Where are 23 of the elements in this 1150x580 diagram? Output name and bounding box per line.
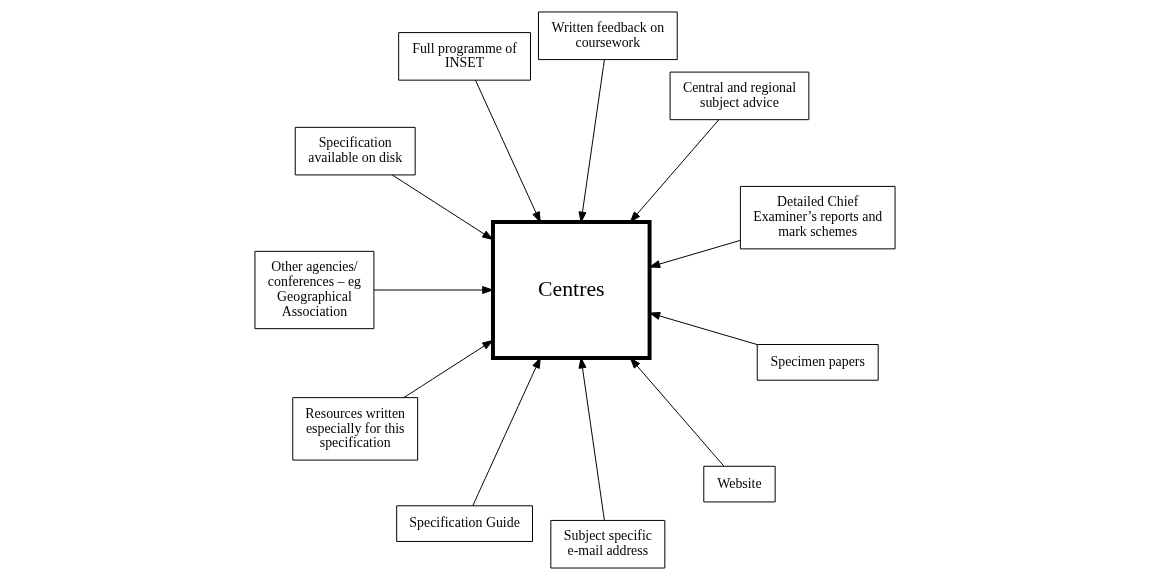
node-box: Specification available on disk — [294, 126, 416, 176]
arrow — [578, 59, 605, 223]
node-box: Website — [703, 465, 776, 503]
arrow — [391, 174, 494, 240]
arrow — [649, 239, 741, 268]
node-box: Resources written especially for this specification — [292, 397, 419, 461]
arrow — [373, 286, 494, 294]
node-box: Other agencies/ conferences – eg Geographical Association — [254, 250, 375, 330]
arrow — [403, 340, 494, 398]
node-box: Subject specific e-mail address — [550, 519, 666, 569]
node-box: Written feedback on coursework — [537, 11, 678, 61]
node-box: Central and regional subject advice — [669, 71, 810, 121]
node-box: Full programme of INSET — [398, 32, 531, 81]
node-box: Specimen papers — [756, 344, 879, 381]
arrow — [472, 357, 541, 507]
arrow — [649, 312, 758, 346]
node-box: Centres — [491, 220, 652, 360]
arrow — [475, 80, 541, 223]
arrow — [629, 119, 720, 223]
node-box: Specification Guide — [396, 505, 533, 542]
node-box: Detailed Chief Examiner’s reports and mark schemes — [739, 185, 896, 250]
arrow — [578, 357, 605, 521]
arrow — [629, 357, 725, 467]
